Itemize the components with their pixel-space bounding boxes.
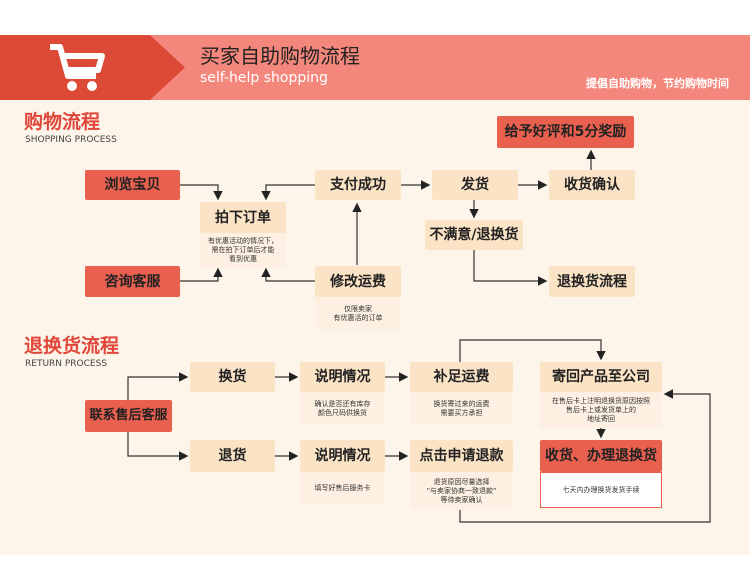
apply-refund-note: 退货原因尽量选择 "与卖家协商一致退款" 等待卖家确认: [410, 472, 513, 510]
shopping-section-subtitle: SHOPPING PROCESS: [25, 135, 117, 145]
place-order-step: 拍下订单: [200, 202, 286, 233]
return-section-subtitle: RETURN PROCESS: [25, 359, 108, 369]
contact-after-sales-step: 联系售后客服: [85, 400, 172, 432]
browse-items-step: 浏览宝贝: [85, 170, 180, 200]
consult-service-step: 咨询客服: [85, 266, 180, 297]
review-reward-step: 给予好评和5分奖励: [497, 116, 634, 148]
explain-exchange-step: 说明情况: [300, 362, 385, 392]
pay-shipping-step: 补足运费: [410, 362, 513, 392]
send-back-note: 在售后卡上注明退换货原因按照 售后卡上或发货单上的 地址寄回: [540, 392, 662, 428]
explain-exchange-note: 确认是否还有库存 颜色尺码供换货: [300, 392, 385, 425]
place-order-note: 有优惠活动的情况下， 需在拍下订单后才能 看到优惠: [200, 233, 286, 268]
payment-success-step: 支付成功: [315, 170, 401, 200]
apply-refund-step: 点击申请退款: [410, 440, 513, 472]
shopping-cart-icon: [50, 44, 105, 91]
receive-process-step: 收货、办理退换货: [540, 440, 662, 472]
pay-shipping-note: 换货寄过来的运费 需要买方承担: [410, 392, 513, 425]
ship-step: 发货: [432, 170, 518, 200]
confirm-receipt-step: 收货确认: [549, 170, 635, 200]
explain-refund-step: 说明情况: [300, 440, 385, 472]
modify-shipping-step: 修改运费: [315, 266, 401, 297]
header-subtitle: self-help shopping: [200, 70, 328, 86]
receive-process-note: 七天内办理换货发货手续: [540, 472, 662, 508]
refund-step: 退货: [190, 440, 275, 472]
send-back-step: 寄回产品至公司: [540, 362, 662, 392]
return-flow-step: 退换货流程: [549, 266, 635, 297]
return-section-title: 退换货流程: [24, 335, 120, 357]
header-title: 买家自助购物流程: [200, 44, 360, 68]
exchange-step: 换货: [190, 362, 275, 392]
header-slogan: 提倡自助购物，节约购物时间: [586, 77, 729, 90]
shopping-section-title: 购物流程: [24, 111, 101, 133]
modify-shipping-note: 仅限卖家 有优惠活的订单: [315, 297, 401, 330]
unsatisfied-return-step: 不满意/退换货: [425, 220, 523, 250]
explain-refund-note: 填写好售后服务卡: [300, 472, 385, 505]
